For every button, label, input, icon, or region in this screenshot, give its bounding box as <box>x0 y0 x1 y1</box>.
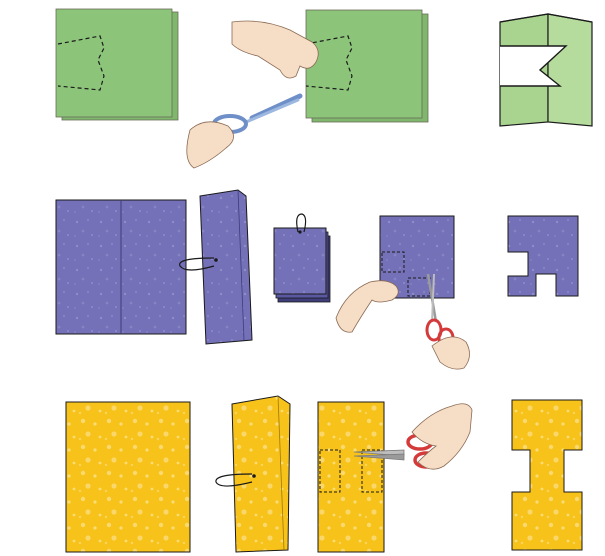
step-d-cutting-yellow-sheet <box>317 401 473 553</box>
fold-arrow-icon <box>215 473 253 487</box>
hand-icon <box>431 336 470 370</box>
step-c-stacked-purple-sheets <box>273 213 331 303</box>
step-d-cut-yellow-shape <box>511 399 583 551</box>
fold-arrow-icon <box>296 213 307 233</box>
step-a-cutting-green-card <box>186 9 429 169</box>
step-c-cutting-purple-sheet <box>335 215 470 370</box>
step-d-open-yellow-sheet <box>65 401 191 553</box>
step-d-folded-yellow-sheet <box>215 395 291 553</box>
step-c-folded-purple-sheet <box>179 189 253 345</box>
step-c-open-purple-sheet <box>55 199 187 335</box>
hand-icon <box>231 20 319 79</box>
hand-icon <box>186 121 234 169</box>
step-a-folded-green-card <box>55 8 179 121</box>
hand-icon <box>411 403 473 470</box>
step-c-cut-purple-shape <box>507 215 579 297</box>
step-b-finished-green-card <box>499 13 593 127</box>
hand-icon <box>335 280 399 333</box>
fold-arrow-icon <box>179 257 215 271</box>
